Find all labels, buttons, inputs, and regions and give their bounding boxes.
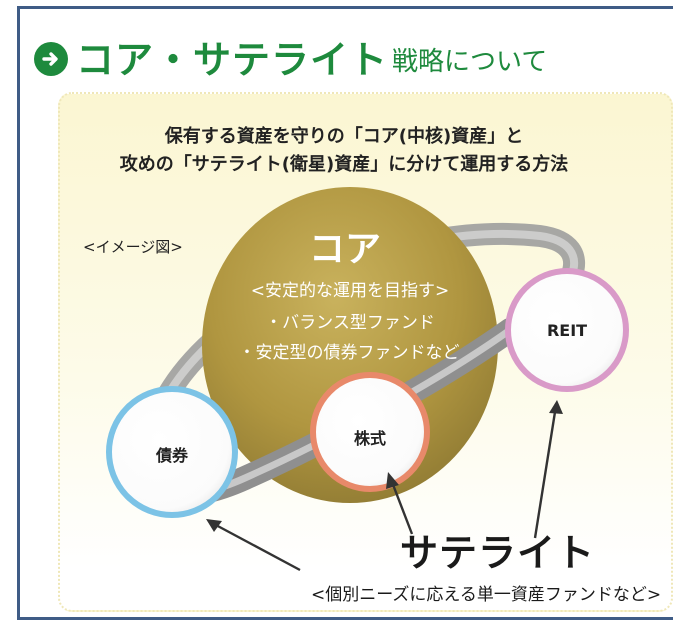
reit-label: REIT: [546, 321, 588, 340]
stocks-circle: [310, 372, 430, 492]
core-title: コア: [308, 229, 381, 270]
satellite-title: サテライト: [400, 531, 596, 575]
core-item-bond-fund: ・安定型の債券ファンドなど: [238, 343, 460, 363]
arrow-right-circle-icon: [34, 42, 68, 76]
arrow-to-bonds: [213, 522, 301, 572]
image-note: <イメージ図>: [83, 238, 183, 256]
bonds-circle: [106, 386, 238, 518]
arrow-to-reit: [533, 411, 557, 539]
satellite-caption: <個別ニーズに応える単一資産ファンドなど>: [311, 585, 662, 605]
bonds-label: 債券: [155, 446, 188, 465]
page-subtitle: 戦略について: [392, 47, 548, 77]
reit-circle: [505, 268, 629, 392]
intro-line-1: 保有する資産を守りの「コア(中核)資産」と: [164, 126, 524, 147]
header: コア・サテライト 戦略について: [34, 30, 547, 82]
core-subtitle: <安定的な運用を目指す>: [250, 281, 450, 301]
stocks-label: 株式: [353, 429, 386, 448]
core-item-balanced: ・バランス型ファンド: [265, 313, 435, 333]
page-title: コア・サテライト: [76, 38, 389, 82]
intro-line-2: 攻めの「サテライト(衛星)資産」に分けて運用する方法: [119, 154, 569, 175]
arrow-to-stocks: [390, 481, 414, 535]
